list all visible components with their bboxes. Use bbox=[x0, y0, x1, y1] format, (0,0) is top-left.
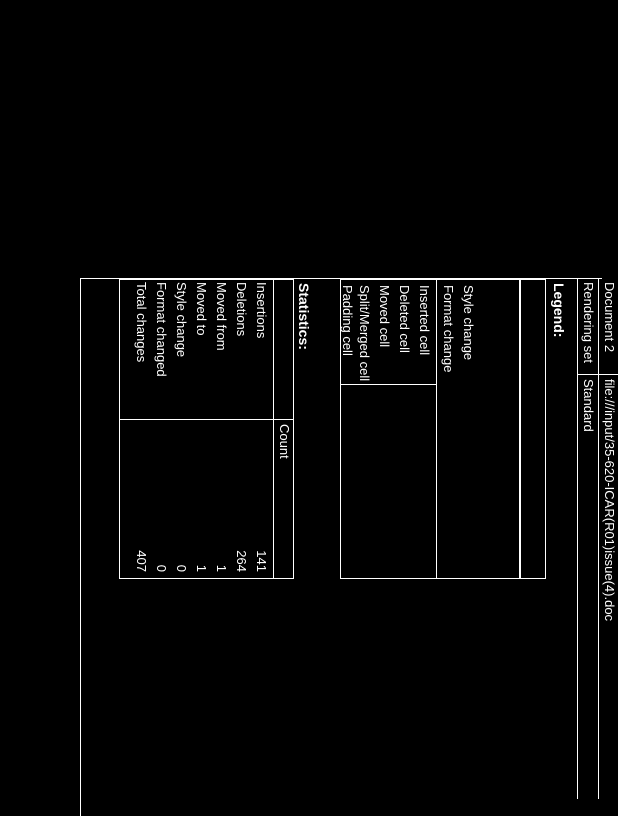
stat-value-total-changes: 407 bbox=[134, 550, 149, 572]
legend-item-format-change: Format change bbox=[441, 285, 456, 373]
legend-row: Moved cell bbox=[374, 279, 394, 799]
legend-item-split-merged-cell: Split/Merged cell bbox=[357, 285, 372, 382]
rendering-set-label: Rendering set bbox=[581, 282, 596, 363]
stat-value-format-changed: 0 bbox=[154, 564, 169, 572]
statistics-row: Deletions 264 bbox=[231, 279, 251, 799]
legend-item-deleted-cell: Deleted cell bbox=[397, 285, 412, 353]
stat-label-insertions: Insertions bbox=[254, 282, 269, 339]
stat-value-moved-to: 1 bbox=[194, 564, 209, 572]
statistics-row: Moved to 1 bbox=[191, 279, 211, 799]
stat-label-total-changes: Total changes bbox=[134, 282, 149, 363]
statistics-row: Style change 0 bbox=[171, 279, 191, 799]
legend-title: Legend: bbox=[551, 283, 567, 338]
header-bottom-rule bbox=[577, 279, 578, 799]
legend-row: Inserted cell bbox=[414, 279, 434, 799]
rendering-set-row: Rendering set Standard bbox=[578, 279, 598, 799]
statistics-row: Total changes 407 bbox=[131, 279, 151, 799]
legend-divider bbox=[436, 279, 437, 579]
document-path: file:///input/35-620-ICAR(R01)issue(4).d… bbox=[602, 379, 617, 622]
count-header: Count bbox=[277, 424, 292, 459]
legend-cell-divider bbox=[340, 384, 436, 385]
legend-item-moved-cell: Moved cell bbox=[377, 285, 392, 348]
statistics-title: Statistics: bbox=[296, 283, 312, 350]
legend-row: Deleted cell bbox=[394, 279, 414, 799]
header-column-divider bbox=[578, 374, 618, 375]
stat-value-insertions: 141 bbox=[254, 550, 269, 572]
rendering-set-value: Standard bbox=[581, 379, 596, 432]
legend-row: Style change bbox=[458, 279, 478, 799]
stat-value-style-change: 0 bbox=[174, 564, 189, 572]
legend-row: Format change bbox=[438, 279, 458, 799]
statistics-header-row: Count bbox=[274, 279, 294, 799]
legend-item-style-change: Style change bbox=[461, 285, 476, 361]
legend-spacer-box bbox=[520, 279, 546, 579]
statistics-row: Insertions 141 bbox=[251, 279, 271, 799]
stat-label-moved-to: Moved to bbox=[194, 282, 209, 336]
legend-item-padding-cell: Padding cell bbox=[340, 285, 355, 356]
stat-value-moved-from: 1 bbox=[214, 564, 229, 572]
stat-label-moved-from: Moved from bbox=[214, 282, 229, 351]
legend-row: Split/Merged cell bbox=[354, 279, 374, 799]
comparison-document: Document 2 file:///input/35-620-ICAR(R01… bbox=[80, 278, 618, 816]
legend-item-inserted-cell: Inserted cell bbox=[417, 285, 432, 356]
header-divider bbox=[598, 279, 599, 799]
stat-label-style-change: Style change bbox=[174, 282, 189, 358]
legend-row: Padding cell bbox=[337, 279, 357, 799]
rotated-content: Document 2 file:///input/35-620-ICAR(R01… bbox=[81, 279, 618, 799]
statistics-row: Format changed 0 bbox=[151, 279, 171, 799]
stat-value-deletions: 264 bbox=[234, 550, 249, 572]
stat-label-deletions: Deletions bbox=[234, 282, 249, 337]
document-label: Document 2 bbox=[602, 282, 617, 353]
document-row: Document 2 file:///input/35-620-ICAR(R01… bbox=[599, 279, 618, 799]
stat-label-format-changed: Format changed bbox=[154, 282, 169, 377]
statistics-row: Moved from 1 bbox=[211, 279, 231, 799]
